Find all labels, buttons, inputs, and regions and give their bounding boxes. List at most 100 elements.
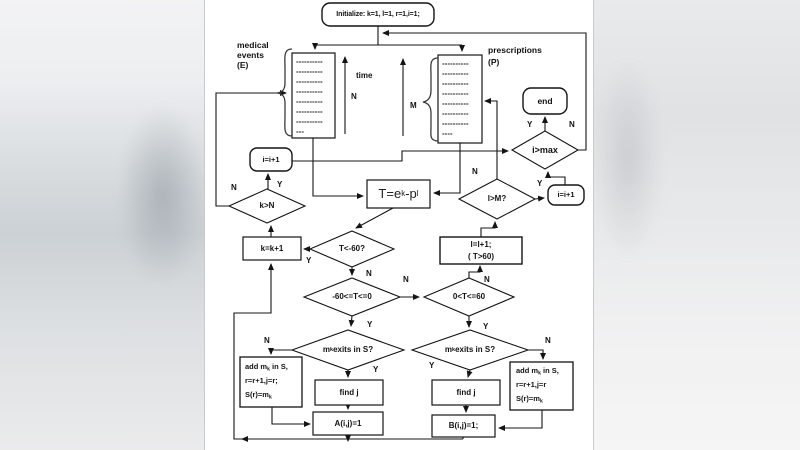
add-right-l3sub: k (539, 398, 543, 405)
node-find-j-left-label: find j (339, 387, 359, 397)
branch-mkl-y: Y (373, 365, 379, 374)
add-right-l1sub: k (538, 370, 541, 377)
blurred-right-margin (593, 0, 800, 450)
node-t-neg60-0-shape (302, 277, 402, 317)
list-row: ---------- (296, 87, 323, 96)
node-i-inc-right-shape (547, 184, 585, 206)
blurred-left-margin (0, 0, 205, 450)
branch-t060-y: Y (483, 322, 489, 331)
add-right-l3pre: S(r)=m (516, 394, 540, 403)
node-i-gt-max-label: i>max (532, 145, 558, 155)
node-t-0-60-shape (422, 277, 516, 317)
node-k-gt-n-shape (227, 188, 307, 224)
t-assign-mid: -p (405, 186, 417, 201)
add-left-l1rest: in S, (269, 362, 288, 371)
node-k-gt-n-label: k>N (259, 201, 275, 210)
edge (233, 263, 274, 440)
node-t-0-60-label: 0<T<=60 (452, 292, 486, 301)
list-row: --- (296, 127, 304, 136)
node-add-left-shape (239, 356, 303, 408)
node-add-right-label: add mk in S, r=r+1,j=r S(r)=mk (510, 362, 573, 410)
edge (468, 265, 483, 278)
node-find-j-right-shape (431, 379, 501, 406)
node-end-label: end (537, 96, 553, 106)
node-i-inc-right-label: i=i+1 (557, 190, 575, 199)
edge (348, 315, 355, 327)
events-brace (276, 48, 293, 137)
braces (276, 48, 439, 142)
add-right-line2: r=r+1,j=r (516, 380, 547, 389)
mk-left-pre: m (322, 345, 331, 354)
list-row: ---------- (442, 99, 469, 108)
list-row: ---- (442, 129, 453, 138)
t-assign-pre: T=e (378, 186, 402, 201)
add-right-l1pre: add m (516, 366, 539, 375)
node-add-right-shape (509, 361, 574, 411)
add-left-l1sub: k (267, 366, 270, 373)
edge (466, 369, 473, 378)
list-row: ---------- (442, 119, 469, 128)
branch-imax-y: Y (527, 120, 533, 129)
node-prescriptions-list-shape (437, 54, 483, 144)
list-row: ---------- (442, 69, 469, 78)
list-row: ---------- (442, 59, 469, 68)
edge (215, 90, 287, 207)
edge (484, 98, 498, 179)
node-t-lt-neg60-label: T<-60? (338, 244, 365, 253)
time-axis-label: time (356, 71, 373, 80)
node-shapes (227, 2, 585, 438)
edge (433, 143, 461, 196)
edge (382, 30, 587, 151)
node-t-assign-shape (366, 179, 431, 209)
node-events-list-shape (291, 52, 336, 139)
list-row: ---------- (296, 97, 323, 106)
edges (215, 26, 587, 442)
edge (271, 407, 311, 427)
list-row: ---------- (442, 109, 469, 118)
add-left-line3: S(r)=mk (245, 388, 272, 402)
edge (534, 195, 545, 202)
node-k-inc-shape (242, 236, 302, 261)
list-row: ---------- (442, 89, 469, 98)
node-find-j-left-shape (314, 379, 384, 406)
prescriptions-label-line2: (P) (488, 57, 500, 67)
node-b-assign-shape (431, 414, 496, 438)
branch-m60-y: Y (367, 320, 373, 329)
events-label-line3: (E) (237, 60, 249, 70)
prescriptions-list-rows: ----------------------------------------… (442, 59, 478, 141)
list-row: ---------- (296, 117, 323, 126)
node-a-assign-shape (312, 411, 384, 436)
node-b-assign-label: B(i,j)=1; (448, 421, 479, 430)
node-mk-exists-right-shape (410, 329, 530, 371)
add-right-line3: S(r)=mk (516, 392, 543, 406)
branch-mkr-n: N (545, 336, 551, 345)
l-inc-line2: ( T>60) (467, 251, 494, 261)
node-a-assign-label: A(i,j)=1 (334, 418, 362, 428)
edge (292, 148, 509, 162)
add-left-l1pre: add m (245, 362, 268, 371)
list-row: ---------- (296, 57, 323, 66)
edge (528, 349, 546, 360)
branch-m60-n: N (403, 275, 409, 284)
branch-t060-n: N (484, 275, 490, 284)
edge (498, 410, 543, 431)
prescriptions-label-line1: prescriptions (488, 45, 542, 55)
n-count-label: N (351, 92, 357, 101)
branch-mkl-n: N (264, 336, 270, 345)
node-l-gt-m-label: l>M? (487, 194, 507, 203)
branch-kn-y: Y (277, 180, 283, 189)
edge (268, 348, 292, 355)
branch-tm60-n: N (366, 269, 372, 278)
node-l-inc-label: l=l+1; ( T>60) (440, 237, 522, 264)
edge (545, 171, 566, 185)
mk-right-pre: m (444, 345, 453, 354)
node-i-inc-left-shape (249, 147, 293, 172)
list-row: ---------- (442, 79, 469, 88)
events-list-rows: ----------------------------------------… (296, 57, 332, 137)
l-inc-line1: l=l+1; (470, 239, 492, 249)
add-left-line1: add mk in S, (245, 360, 288, 374)
node-k-inc-label: k=k+1 (260, 243, 284, 253)
node-t-lt-neg60-shape (308, 230, 396, 268)
